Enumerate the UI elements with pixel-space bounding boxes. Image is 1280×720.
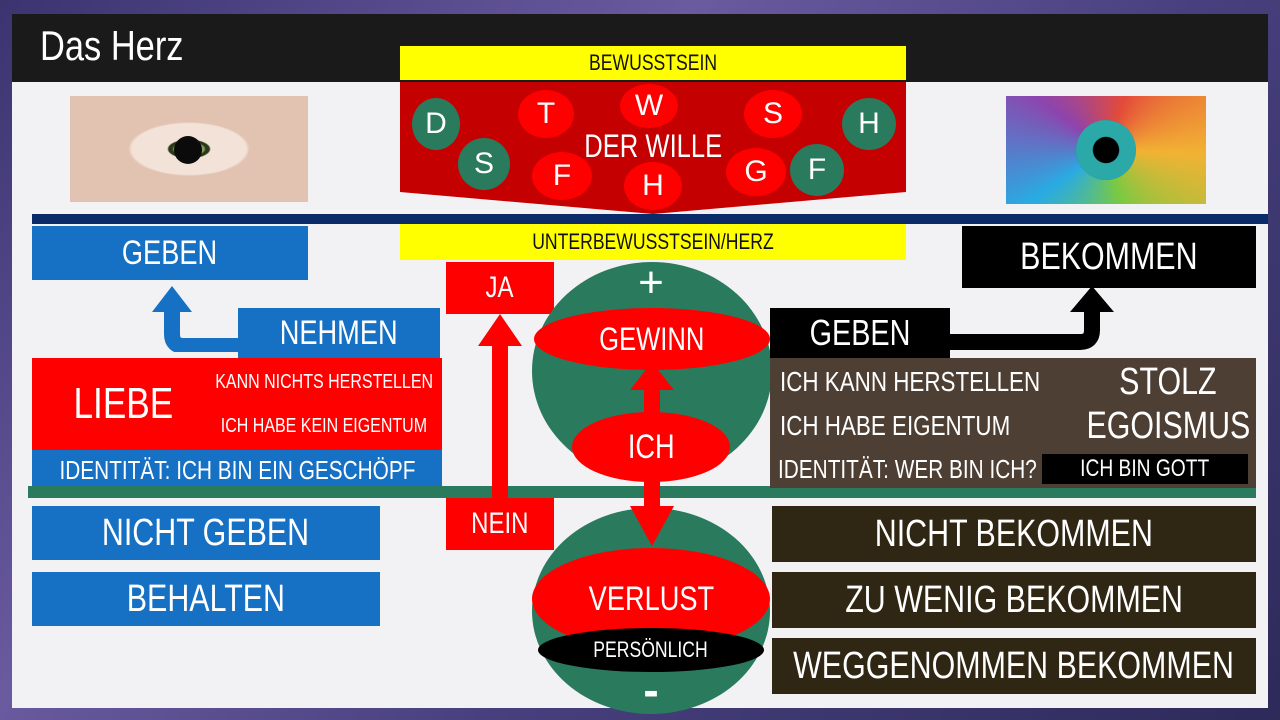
- habe-eigentum-label: ICH HABE EIGENTUM: [780, 410, 1011, 441]
- zu-wenig-bekommen-box: ZU WENIG BEKOMMEN: [772, 572, 1256, 628]
- letter-circle-red-w: W: [620, 84, 678, 128]
- letter-circle-red-s: S: [744, 90, 802, 138]
- letter-circle-red-f: F: [532, 152, 592, 200]
- consciousness-divider-line: [32, 214, 1268, 224]
- der-wille-label: DER WILLE: [583, 127, 722, 164]
- letter-circle-red-g: G: [726, 148, 786, 196]
- right-eye-mosaic-image: [1006, 96, 1206, 204]
- letter-circle-red-h: H: [624, 162, 682, 210]
- nein-box: NEIN: [446, 498, 554, 550]
- kein-eigentum-label: ICH HABE KEIN EIGENTUM: [220, 414, 428, 437]
- egoismus-label: EGOISMUS: [1086, 404, 1250, 447]
- behalten-box: BEHALTEN: [32, 572, 380, 626]
- ich-bin-gott-box: ICH BIN GOTT: [1042, 454, 1248, 484]
- left-arrow-up: [152, 286, 246, 352]
- right-arrow-up: [940, 286, 1114, 350]
- right-geben-box: GEBEN: [770, 308, 950, 358]
- identitaet-wer-label: IDENTITÄT: WER BIN ICH?: [778, 453, 1037, 484]
- identitaet-geschoepf-box: IDENTITÄT: ICH BIN EIN GESCHÖPF: [32, 450, 442, 490]
- stolz-label: STOLZ: [1119, 360, 1217, 403]
- ich-ellipse: ICH: [572, 412, 730, 482]
- right-bekommen-box: BEKOMMEN: [962, 226, 1256, 288]
- nicht-geben-box: NICHT GEBEN: [32, 506, 380, 560]
- ja-box: JA: [446, 262, 554, 314]
- stolz-box: [770, 358, 1256, 450]
- plus-sign: +: [638, 258, 664, 307]
- weggenommen-bekommen-box: WEGGENOMMEN BEKOMMEN: [772, 638, 1256, 694]
- letter-circle-green-s: S: [458, 138, 510, 190]
- letter-circle-red-t: T: [518, 90, 574, 138]
- left-eye-image: [70, 96, 308, 202]
- kann-nichts-herstellen-label: KANN NICHTS HERSTELLEN: [215, 370, 433, 393]
- unterbewusstsein-label: UNTERBEWUSSTSEIN/HERZ: [400, 224, 906, 260]
- nehmen-box: NEHMEN: [238, 308, 440, 358]
- gewinn-ellipse: GEWINN: [534, 308, 770, 370]
- kann-herstellen-label: ICH KANN HERSTELLEN: [780, 366, 1041, 397]
- page-title: Das Herz: [40, 22, 184, 69]
- minus-sign: -: [643, 664, 659, 716]
- persoenlich-ellipse: PERSÖNLICH: [538, 628, 764, 672]
- heart-divider-line: [28, 486, 1256, 498]
- nicht-bekommen-box: NICHT BEKOMMEN: [772, 506, 1256, 562]
- liebe-label: LIEBE: [73, 379, 173, 428]
- bewusstsein-label: BEWUSSTSEIN: [400, 46, 906, 80]
- nein-to-ja-arrow: [478, 314, 522, 500]
- letter-circle-green-h: H: [842, 98, 896, 150]
- liebe-box: [32, 358, 442, 450]
- left-geben-box: GEBEN: [32, 226, 308, 280]
- letter-circle-green-f: F: [790, 144, 844, 196]
- letter-circle-green-d: D: [412, 98, 460, 150]
